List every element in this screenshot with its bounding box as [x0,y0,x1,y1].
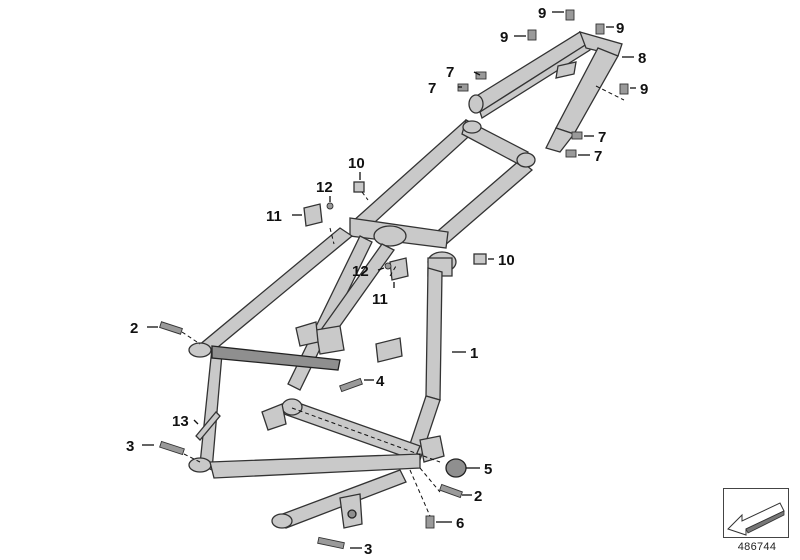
callout-13: 13 [172,413,189,430]
callout-3: 3 [364,541,372,558]
reference-number: 486744 [737,541,777,553]
assembly-lines [181,85,625,517]
callout-8: 8 [638,50,646,67]
callout-12: 12 [316,179,333,196]
callout-11: 11 [266,208,282,225]
rear-subframe [468,31,623,153]
small-parts [159,9,629,550]
callout-9: 9 [500,29,508,46]
callout-2: 2 [474,488,482,505]
callout-7: 7 [446,64,454,81]
callout-6: 6 [456,515,464,532]
arrow-icon [727,502,785,536]
callout-10: 10 [498,252,515,269]
callout-9: 9 [640,81,648,98]
callout-9: 9 [616,20,624,37]
callout-12: 12 [352,263,369,280]
callout-7: 7 [598,129,606,146]
callout-5: 5 [484,461,492,478]
callout-11: 11 [372,291,388,308]
callout-1: 1 [470,345,478,362]
main-frame [188,119,536,529]
callout-3: 3 [126,438,134,455]
callout-4: 4 [376,373,385,390]
callouts: 1 2 2 3 3 4 5 6 7 7 7 7 8 9 9 9 9 10 10 … [126,5,648,558]
reference-box [723,488,789,538]
callout-9: 9 [538,5,546,22]
callout-10: 10 [348,155,365,172]
leader-lines [142,11,636,549]
callout-2: 2 [130,320,138,337]
callout-7: 7 [594,148,602,165]
callout-7: 7 [428,80,436,97]
